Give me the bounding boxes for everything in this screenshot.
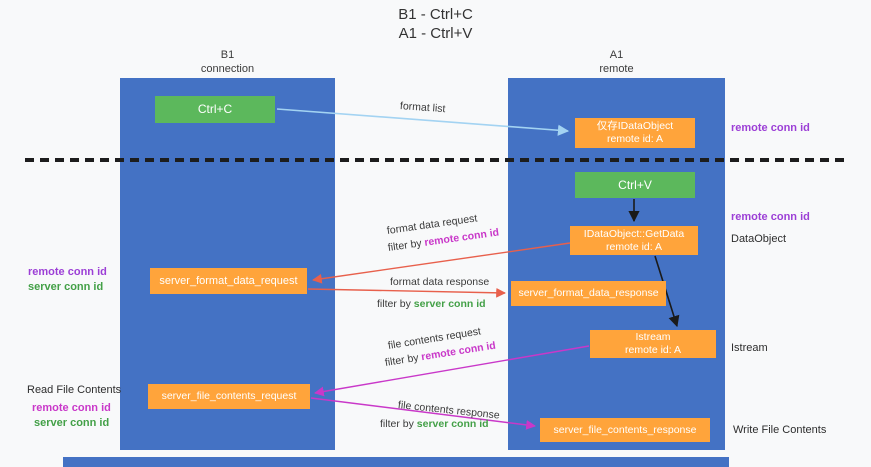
annotation-istream: Istream — [731, 342, 768, 354]
node-server-format-data-request: server_format_data_request — [150, 268, 307, 294]
node-ctrl-v: Ctrl+V — [575, 172, 695, 198]
edge-label-format-list: format list — [399, 100, 446, 116]
node-ctrl-c: Ctrl+C — [155, 96, 275, 123]
node-idataobject-store: 仅存IDataObject remote id: A — [575, 118, 695, 148]
node-server-file-contents-response: server_file_contents_response — [540, 418, 710, 442]
lane-a1-subtitle: remote — [599, 63, 634, 75]
lane-b1-title: B1 — [220, 49, 235, 61]
node-idataobject-getdata-line1: IDataObject::GetData — [583, 227, 685, 240]
lane-a1-title: A1 — [609, 49, 624, 61]
node-ctrl-c-label: Ctrl+C — [197, 102, 233, 116]
server-conn-id-text-2: server conn id — [413, 298, 486, 310]
filter-by-text-4: filter by — [380, 418, 417, 430]
annotation-read-file-contents: Read File Contents — [27, 384, 122, 396]
node-idataobject-store-line2: remote id: A — [606, 133, 664, 145]
server-conn-id-text-4: server conn id — [416, 418, 489, 430]
diagram-title-line-2: A1 - Ctrl+V — [398, 25, 473, 42]
node-server-format-data-response: server_format_data_response — [511, 281, 666, 306]
node-server-format-data-response-label: server_format_data_response — [518, 287, 659, 299]
filter-by-text-3: filter by — [384, 351, 423, 369]
lane-header-b1: B1 connection — [120, 48, 335, 76]
annotation-write-file-contents: Write File Contents — [733, 424, 827, 436]
node-istream-line1: Istream — [635, 331, 671, 343]
edge-label-filter-format-response: filter by server conn id — [377, 298, 486, 310]
node-idataobject-store-line1: 仅存IDataObject — [596, 120, 674, 132]
node-idataobject-getdata: IDataObject::GetData remote id: A — [570, 226, 698, 255]
annotation-remote-conn-id-left-1: remote conn id — [28, 266, 107, 278]
node-server-file-contents-response-label: server_file_contents_response — [553, 423, 697, 436]
node-server-file-contents-request: server_file_contents_request — [148, 384, 310, 409]
annotation-remote-conn-id-mid-right: remote conn id — [731, 211, 810, 223]
node-ctrl-v-label: Ctrl+V — [618, 177, 652, 192]
node-istream-line2: remote id: A — [624, 344, 682, 356]
annotation-remote-conn-id-top-right: remote conn id — [731, 122, 810, 134]
node-idataobject-getdata-line2: remote id: A — [605, 240, 663, 253]
lane-header-a1: A1 remote — [508, 48, 725, 76]
bottom-blue-bar — [63, 457, 729, 467]
filter-by-text-2: filter by — [377, 298, 414, 310]
dashed-divider-line — [25, 158, 845, 162]
annotation-server-conn-id-left-2: server conn id — [34, 417, 110, 429]
node-server-format-data-request-label: server_format_data_request — [159, 274, 298, 287]
edge-label-format-data-response: format data response — [390, 276, 490, 288]
annotation-server-conn-id-left-1: server conn id — [28, 281, 104, 293]
arrow-format-data-response — [307, 287, 506, 298]
lane-b1-subtitle: connection — [200, 63, 255, 75]
node-istream: Istream remote id: A — [590, 330, 716, 358]
diagram-title-line-1: B1 - Ctrl+C — [398, 6, 473, 23]
node-server-file-contents-request-label: server_file_contents_request — [161, 390, 297, 402]
edge-label-filter-file-response: filter by server conn id — [380, 418, 489, 430]
filter-by-text-1: filter by — [387, 236, 426, 254]
annotation-remote-conn-id-left-2: remote conn id — [32, 402, 111, 414]
annotation-dataobject: DataObject — [731, 233, 787, 245]
